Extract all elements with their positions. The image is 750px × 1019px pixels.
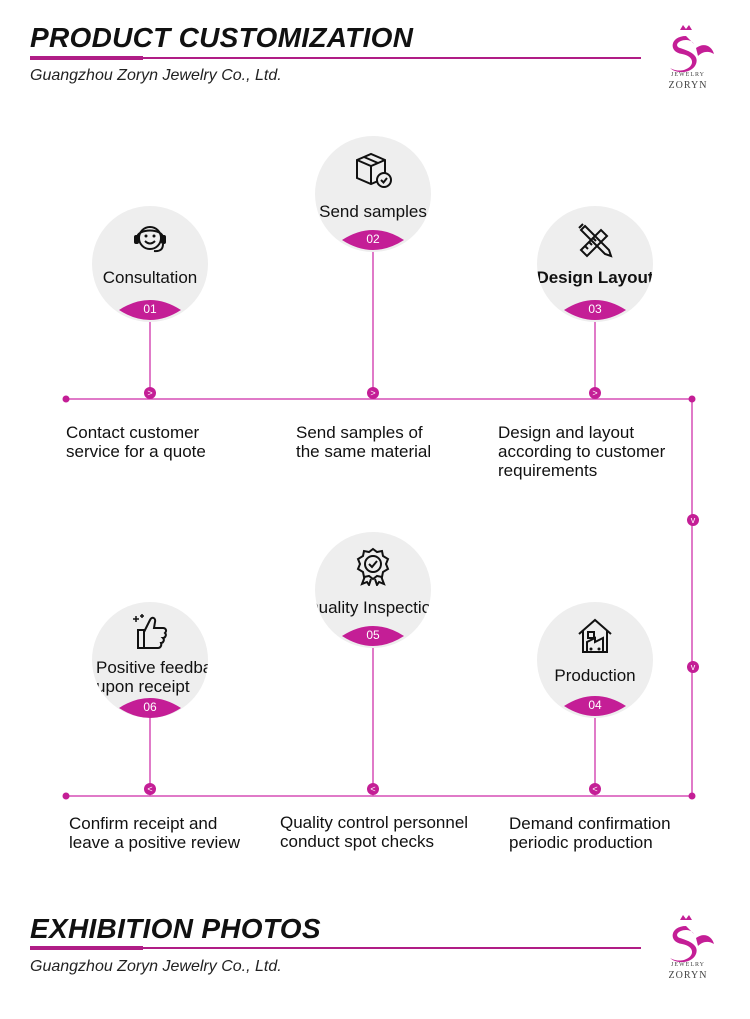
step-02-circle: Send samples 02 (315, 136, 431, 252)
arrow-left-1: < (147, 784, 152, 794)
step-03-desc-line-2: according to customer (498, 442, 666, 461)
quality-badge-check-icon (356, 547, 390, 586)
step-05-title: Quality Inspection (315, 598, 431, 617)
arrow-right-3: > (592, 388, 597, 398)
step-02-desc-line-2: the same material (296, 442, 432, 461)
step-03-desc-line-3: requirements (498, 461, 598, 480)
step-04-title: Production (554, 666, 636, 685)
arrow-down-1: v (691, 515, 696, 525)
logo-brand-text: ZORYN (668, 970, 708, 981)
step-01-circle: Consultation 01 (92, 206, 208, 322)
headset-smile-icon (134, 226, 166, 253)
logo-brand-text: ZORYN (668, 80, 708, 91)
arrow-left-2: < (370, 784, 375, 794)
step-05-circle: Quality Inspection 05 (315, 532, 431, 648)
page-title: PRODUCT CUSTOMIZATION (30, 22, 414, 53)
company-subtitle: Guangzhou Zoryn Jewelry Co., Ltd. (30, 67, 282, 84)
step-06-badge: 06 (119, 696, 181, 718)
step-01-desc-line-1: Contact customer (66, 423, 200, 442)
step-05-badge: 05 (342, 624, 404, 648)
step-05-description: Quality control personnel conduct spot c… (280, 813, 468, 851)
step-04-badge: 04 (564, 694, 626, 718)
thumbs-up-sparkle-icon (133, 614, 168, 649)
step-03-description: Design and layout according to customer … (498, 423, 665, 480)
step-05-desc-line-2: conduct spot checks (280, 832, 435, 851)
step-06-description: Confirm receipt and leave a positive rev… (69, 814, 240, 852)
step-04-desc-line-2: periodic production (509, 833, 653, 852)
step-01-number: 01 (143, 302, 157, 316)
step-04-number: 04 (588, 698, 602, 712)
step-01-title: Consultation (102, 268, 198, 287)
step-06-title-line-1: Positive feedback (96, 658, 208, 677)
arrow-right-1: > (147, 388, 152, 398)
zoryn-logo-bottom: JEWELRY ZORYN (656, 914, 720, 984)
logo-small-text: JEWELRY (671, 72, 705, 78)
step-06-circle: Positive feedback upon receipt 06 (92, 602, 208, 718)
step-02-title: Send samples (319, 202, 427, 221)
step-05-desc-line-1: Quality control personnel (280, 813, 469, 832)
section-title-exhibition: EXHIBITION PHOTOS (30, 913, 321, 944)
logo-small-text: JEWELRY (671, 962, 705, 968)
title-underline-accent (30, 56, 143, 60)
logo-swan-icon (670, 915, 714, 963)
step-06-title: Positive feedback upon receipt (96, 658, 208, 696)
step-05-number: 05 (366, 628, 380, 642)
section-underline (143, 947, 641, 949)
step-01-description: Contact customer service for a quote (66, 423, 206, 461)
step-02-badge: 02 (342, 228, 404, 252)
step-04-desc-line-1: Demand confirmation (509, 814, 671, 833)
package-box-check-icon (356, 152, 392, 188)
step-03-number: 03 (588, 302, 602, 316)
step-01-desc-line-2: service for a quote (66, 442, 206, 461)
step-06-number: 06 (143, 700, 157, 714)
step-01-badge: 01 (119, 298, 181, 322)
arrow-left-3: < (592, 784, 597, 794)
step-06-desc-line-2: leave a positive review (69, 833, 241, 852)
step-03-title: Design Layout (537, 268, 653, 287)
step-02-number: 02 (366, 232, 380, 246)
step-03-badge: 03 (564, 298, 626, 322)
step-02-desc-line-1: Send samples of (296, 423, 423, 442)
logo-swan-icon (670, 25, 714, 73)
step-04-circle: Production 04 (537, 602, 653, 718)
step-03-desc-line-1: Design and layout (498, 423, 635, 442)
step-06-title-line-2: upon receipt (96, 677, 190, 696)
arrow-right-2: > (370, 388, 375, 398)
pencil-ruler-icon (578, 223, 613, 258)
step-03-circle: Design Layout 03 (537, 206, 653, 322)
factory-house-icon (578, 618, 612, 653)
section-underline-accent (30, 946, 143, 950)
section-company-subtitle: Guangzhou Zoryn Jewelry Co., Ltd. (30, 958, 282, 975)
zoryn-logo: JEWELRY ZORYN (656, 24, 720, 94)
step-06-desc-line-1: Confirm receipt and (69, 814, 218, 833)
step-04-description: Demand confirmation periodic production (509, 814, 671, 852)
title-underline (143, 57, 641, 59)
arrow-down-2: v (691, 662, 696, 672)
step-02-description: Send samples of the same material (296, 423, 431, 461)
